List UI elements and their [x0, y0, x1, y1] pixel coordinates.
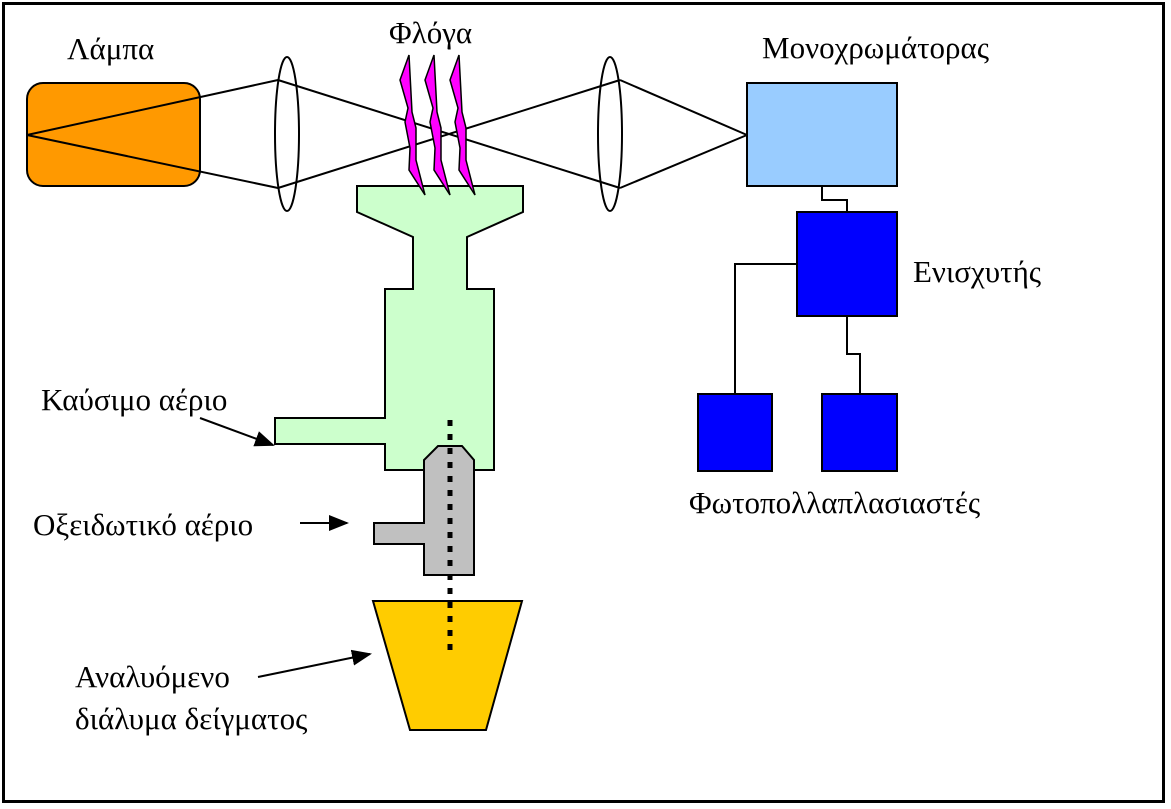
lens-right: [597, 56, 623, 212]
amplifier-box: [796, 211, 898, 317]
light-beam: [26, 79, 748, 189]
photomultiplier-right: [821, 393, 898, 472]
monochromator-box: [746, 82, 898, 187]
flame-bolt-3: [449, 54, 476, 196]
sample-arrow: [257, 649, 372, 678]
sample-label-line2: διάλυμα δείγματος: [75, 701, 307, 736]
lamp-box: [26, 82, 201, 187]
sample-beaker: [371, 600, 524, 731]
flame-label: Φλόγα: [389, 15, 472, 50]
amplifier-label: Ενισχυτής: [913, 254, 1041, 289]
flame-bolt-2: [424, 54, 451, 196]
monochromator-label: Μονοχρωμάτορας: [762, 30, 989, 65]
photomultiplier-left: [697, 393, 773, 472]
photomultipliers-label: Φωτοπολλαπλασιαστές: [689, 485, 980, 520]
lens-left: [274, 56, 300, 212]
signal-wires: [734, 186, 861, 394]
flame-icon: [399, 54, 476, 196]
sample-label-line1: Αναλυόμενο: [75, 659, 230, 694]
fuel-gas-label: Καύσιμο αέριο: [41, 382, 227, 417]
flame-bolt-1: [399, 54, 426, 196]
fuel-gas-arrow: [199, 417, 275, 447]
oxidant-gas-label: Οξειδωτικό αέριο: [33, 507, 253, 542]
burner-head: [274, 185, 524, 471]
lamp-label: Λάμπα: [67, 31, 154, 66]
